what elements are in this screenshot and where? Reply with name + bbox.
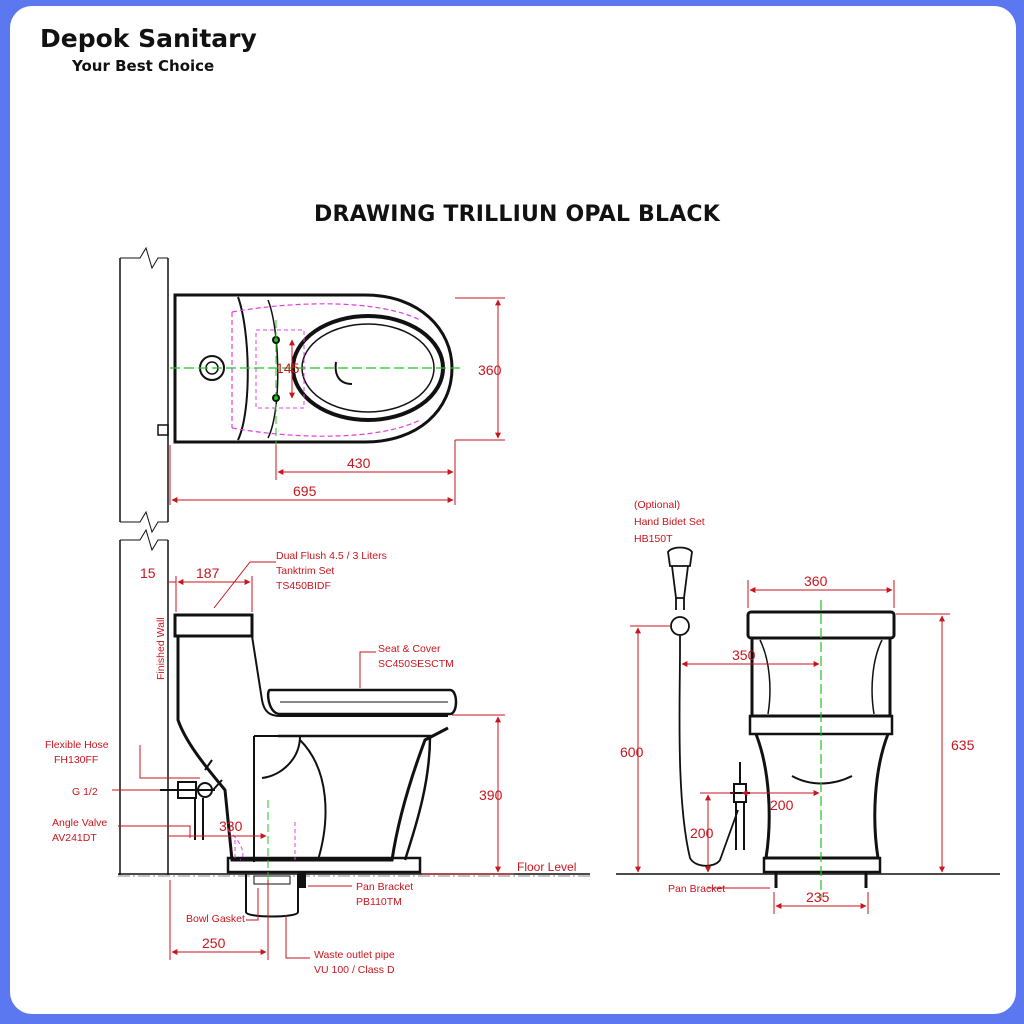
dim-front-200a: 200 xyxy=(770,797,794,813)
dim-top-430: 430 xyxy=(347,455,371,471)
label-pan-bracket-side-1: Pan Bracket xyxy=(356,881,413,893)
label-dual-flush-1: Dual Flush 4.5 / 3 Liters xyxy=(276,550,387,562)
brand-tagline: Your Best Choice xyxy=(72,57,215,75)
dim-front-360: 360 xyxy=(804,573,828,589)
dim-front-600: 600 xyxy=(620,744,644,760)
label-flexible-hose-2: FH130FF xyxy=(54,754,98,766)
label-floor-level: Floor Level xyxy=(517,860,576,874)
top-view: 360 145 430 695 xyxy=(119,246,505,534)
label-angle-valve-1: Angle Valve xyxy=(52,817,107,829)
label-hand-bidet-3: HB150T xyxy=(634,533,673,545)
dim-front-350: 350 xyxy=(732,647,756,663)
label-hand-bidet-1: (Optional) xyxy=(634,499,680,511)
label-hand-bidet-2: Hand Bidet Set xyxy=(634,516,705,528)
label-pan-bracket-front: Pan Bracket xyxy=(668,883,725,895)
dim-top-695: 695 xyxy=(293,483,317,499)
label-finished-wall: Finished Wall xyxy=(155,617,167,680)
label-dual-flush-2: Tanktrim Set xyxy=(276,565,334,577)
brand-name: Depok Sanitary xyxy=(40,24,257,53)
dim-top-145: 145 xyxy=(276,360,300,376)
dim-side-250: 250 xyxy=(202,935,226,951)
hand-bidet-icon xyxy=(667,546,739,867)
dim-front-235: 235 xyxy=(806,889,830,905)
label-pan-bracket-side-2: PB110TM xyxy=(356,896,402,908)
side-view: 15 187 390 330 250 Dual Flush 4.5 / 3 Li… xyxy=(45,528,590,976)
drawing-title: DRAWING TRILLIUN OPAL BLACK xyxy=(314,202,721,227)
label-g-half: G 1/2 xyxy=(72,786,98,798)
dim-side-390: 390 xyxy=(479,787,503,803)
content-card xyxy=(10,6,1016,1014)
label-waste-outlet-1: Waste outlet pipe xyxy=(314,949,395,961)
label-seat-cover-1: Seat & Cover xyxy=(378,643,441,655)
dim-side-330: 330 xyxy=(219,818,243,834)
label-dual-flush-3: TS450BIDF xyxy=(276,580,331,592)
label-flexible-hose-1: Flexible Hose xyxy=(45,739,109,751)
label-bowl-gasket: Bowl Gasket xyxy=(186,913,245,925)
dim-front-200b: 200 xyxy=(690,825,714,841)
label-waste-outlet-2: VU 100 / Class D xyxy=(314,964,395,976)
dim-side-15: 15 xyxy=(140,565,156,581)
dim-front-635: 635 xyxy=(951,737,975,753)
label-angle-valve-2: AV241DT xyxy=(52,832,97,844)
dim-top-360: 360 xyxy=(478,362,502,378)
label-seat-cover-2: SC450SESCTM xyxy=(378,658,454,670)
front-view: 360 350 600 635 200 200 235 (Optional) H… xyxy=(616,499,1000,914)
dim-side-187: 187 xyxy=(196,565,220,581)
